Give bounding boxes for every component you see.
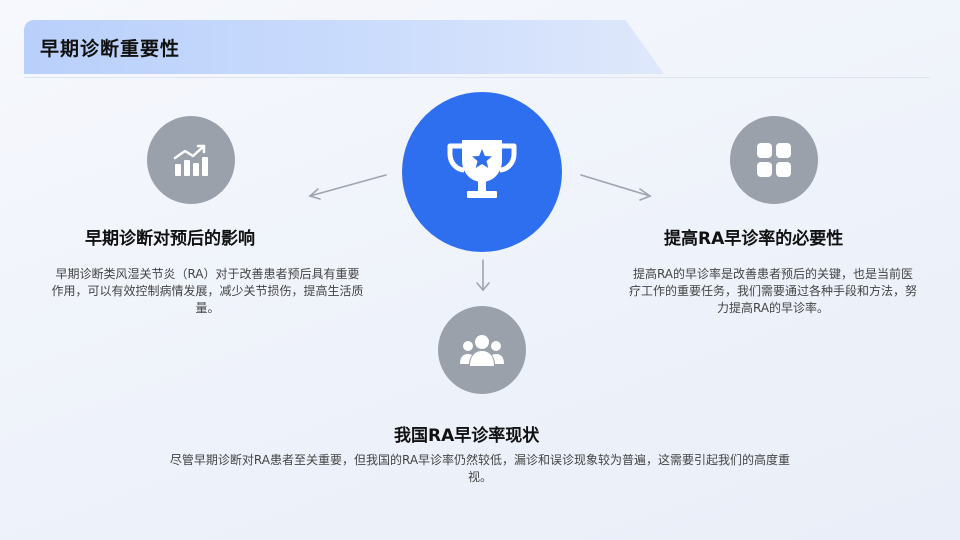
chart-growth-icon <box>173 144 208 176</box>
chart-circle <box>147 116 235 204</box>
arrow-to-right <box>580 174 651 197</box>
header-divider <box>24 77 930 78</box>
apps-circle <box>730 116 818 204</box>
grid-apps-icon <box>757 143 791 177</box>
user-group-icon <box>460 335 504 366</box>
arrow-to-left-head <box>308 188 321 200</box>
title-banner <box>24 20 664 74</box>
people-circle <box>438 306 526 394</box>
left-section-heading: 早期诊断对预后的影响 <box>85 229 255 249</box>
right-section-heading: 提高RA早诊率的必要性 <box>664 229 844 249</box>
trophy-circle <box>402 92 562 252</box>
bottom-section-body: 尽管早期诊断对RA患者至关重要，但我国的RA早诊率仍然较低，漏诊和误诊现象较为普… <box>169 453 791 484</box>
left-section-body: 早期诊断类风湿关节炎（RA）对于改善患者预后具有重要作用，可以有效控制病情发展，… <box>51 267 364 315</box>
right-section-body: 提高RA的早诊率是改善患者预后的关键，也是当前医疗工作的重要任务，我们需要通过各… <box>628 267 917 315</box>
arrow-to-right-head <box>639 188 652 201</box>
arrow-to-left <box>309 174 387 197</box>
arrow-to-bottom-head <box>476 282 490 292</box>
trophy-star-icon <box>447 140 517 198</box>
page-title: 早期诊断重要性 <box>40 38 181 60</box>
bottom-section-heading: 我国RA早诊率现状 <box>394 426 540 446</box>
